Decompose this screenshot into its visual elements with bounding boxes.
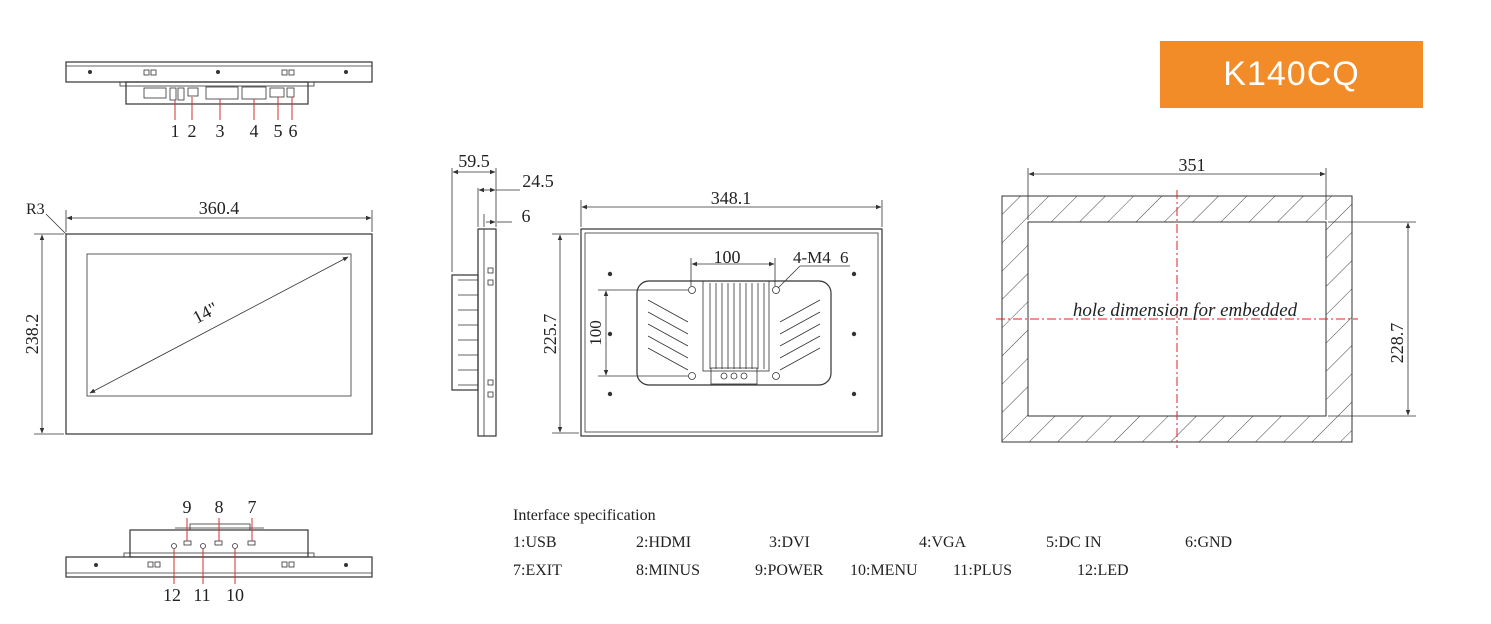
port-number-4: 4 [250,121,259,141]
cutout-width-label: 351 [1179,155,1206,175]
front-diagonal-label: 14" [189,298,221,328]
side-view: 59.5 24.5 6 [451,151,554,437]
back-screw-label: 4-M4 [793,248,831,267]
interface-item-minus: 8:MINUS [636,562,701,579]
port-number-1: 1 [171,121,180,141]
front-height-label: 238.2 [22,314,42,355]
port-number-5: 5 [274,121,283,141]
interface-item-vga: 4:VGA [919,534,967,551]
port-number-6: 6 [289,121,298,141]
interface-item-dc-in: 5:DC IN [1046,534,1102,551]
interface-item-led: 12:LED [1077,562,1129,579]
interface-item-gnd: 6:GND [1185,534,1233,551]
front-radius-label: R3 [26,201,45,218]
bottom-view: 9 8 7 12 11 10 [65,497,373,605]
top-view: 1 2 3 4 5 6 [65,61,373,141]
interface-item-usb: 1:USB [513,534,557,551]
interface-item-hdmi: 2:HDMI [636,534,692,551]
button-number-7: 7 [248,497,257,517]
cutout-note: hole dimension for embedded [1073,300,1298,321]
button-number-9: 9 [183,497,192,517]
back-screw-depth-label: 6 [840,248,849,267]
back-height-label: 225.7 [540,314,560,355]
interface-item-power: 9:POWER [755,562,824,579]
interface-item-menu: 10:MENU [850,562,918,579]
interface-spec-title: Interface specification [513,507,656,524]
front-view: 14" 360.4 238.2 R3 [22,198,373,435]
side-depth-label: 59.5 [458,151,490,171]
side-body-depth-label: 24.5 [522,171,554,191]
model-badge: K140CQ [1160,41,1423,108]
back-vesa-v-label: 100 [586,320,605,346]
button-number-11: 11 [193,585,210,605]
model-name: K140CQ [1223,55,1360,93]
side-bezel-label: 6 [522,206,531,226]
button-number-8: 8 [215,497,224,517]
port-number-3: 3 [216,121,225,141]
button-number-12: 12 [163,585,181,605]
interface-item-plus: 11:PLUS [953,562,1012,579]
cutout-view: 351 228.7 hole dimension for embedded [996,155,1416,448]
front-width-label: 360.4 [199,198,240,218]
back-width-label: 348.1 [711,188,752,208]
back-vesa-h-label: 100 [714,247,741,267]
button-number-10: 10 [226,585,244,605]
back-view: 100 100 348.1 225.7 4-M4 6 [540,188,883,437]
cutout-height-label: 228.7 [1387,323,1407,364]
port-number-2: 2 [188,121,197,141]
interface-item-dvi: 3:DVI [769,534,810,551]
interface-item-exit: 7:EXIT [513,562,562,579]
